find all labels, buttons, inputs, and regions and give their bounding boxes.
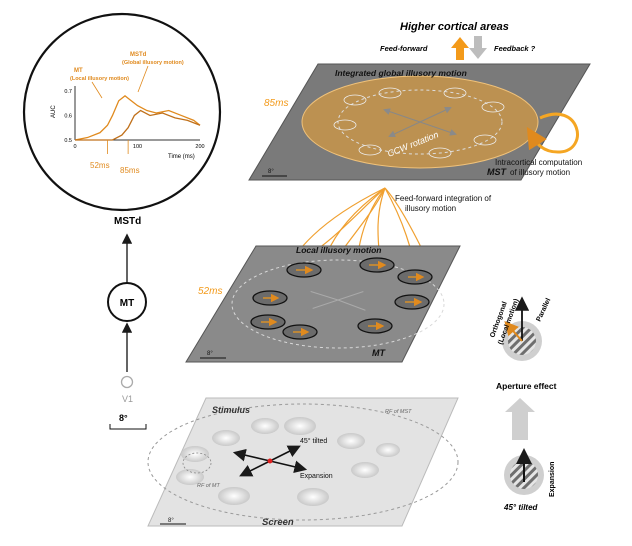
mst-ring-dashed: [337, 89, 503, 155]
mt-node-label: MT: [120, 298, 134, 309]
x-tick-label: 100: [133, 144, 142, 150]
mt-scale-label: 8°: [207, 351, 213, 357]
stimulus-title: Stimulus: [212, 405, 250, 415]
v1-label: V1: [122, 394, 133, 404]
top-header: Higher cortical areas Feed-forward Feedb…: [380, 21, 536, 60]
gabor-patches: [176, 417, 400, 506]
legend-mt: MT: [74, 68, 83, 74]
legend-mstd: MSTd: [130, 52, 147, 58]
feedback-arrow-icon: [469, 36, 487, 59]
mt-node: [107, 282, 147, 322]
fixation-point: [267, 458, 273, 464]
mt-plane-title: Local illusory motion: [296, 245, 381, 255]
intracortical-label: Intracortical computation: [495, 158, 582, 167]
mt-dashed-ring: [231, 259, 445, 349]
legend-mstd-pointer: [137, 65, 149, 93]
hierarchy-mstd-label: MSTd: [114, 216, 141, 227]
rf-mst-label: RF of MST: [385, 409, 412, 415]
higher-cortical-heading: Higher cortical areas: [400, 21, 509, 33]
latency-mstd-label: 85ms: [120, 166, 140, 175]
screen-label: Screen: [262, 517, 294, 528]
inset-circle: [22, 12, 222, 212]
legend-mstd-desc: (Global illusory motion): [122, 60, 184, 66]
y-ticks: 0.5 0.6 0.7: [64, 89, 72, 144]
mst-plane: CCW rotation Integrated global illusory …: [248, 63, 591, 181]
mst-plane-title: Integrated global illusory motion: [335, 68, 467, 78]
mt-area-label: MT: [372, 348, 386, 358]
stim-expansion-label: Expansion: [300, 473, 333, 480]
mst-local-units: [333, 87, 505, 159]
aperture-panel: Orthogonal (Local motion) Parallel Apert…: [489, 296, 557, 512]
aperture-title: Aperture effect: [496, 381, 557, 391]
legend-mt-desc: (Local illusory motion): [70, 76, 129, 82]
mt-latency-label: 52ms: [198, 286, 222, 297]
inset-chart: 0.5 0.6 0.7 0 100 200 AUC Time (ms) MT (Loca…: [22, 12, 222, 212]
stim-tilted-label: 45° tilted: [300, 437, 327, 445]
y-tick-label: 0.5: [64, 138, 72, 144]
y-axis-label: AUC: [51, 105, 57, 118]
mt-plane: Local illusory motion 52ms MT 8°: [185, 245, 461, 363]
ff-integration-label: Feed-forward integration of: [395, 194, 492, 203]
stimulus-plane: Stimulus Screen RF of MST RF of MT 45° t…: [147, 397, 459, 528]
rf-mt-label: RF of MT: [197, 483, 220, 489]
y-tick-label: 0.7: [64, 89, 72, 95]
series-line-mt: [74, 94, 201, 141]
orthogonal-arrow-icon: [504, 321, 523, 342]
scale-bar: [109, 424, 147, 430]
rf-mt-circle: [182, 452, 212, 474]
parallel-label: Parallel: [535, 297, 552, 323]
aperture-expansion-label: Expansion: [549, 462, 556, 497]
latency-mt-label: 52ms: [90, 161, 110, 170]
v1-node: [120, 375, 134, 389]
x-tick-label: 0: [73, 144, 76, 150]
mst-scale-label: 8°: [268, 169, 274, 175]
ff-integration-label-2: illusory motion: [405, 204, 456, 213]
feedforward-arrow-icon: [451, 37, 469, 60]
aperture-up-arrow-icon: [505, 398, 535, 440]
series-line-mstd: [75, 109, 201, 141]
x-axis-label: Time (ms): [168, 154, 195, 160]
mt-plane-surface: [185, 245, 461, 363]
scale-label: 8°: [119, 413, 128, 423]
stim-scale-label: 8°: [168, 518, 174, 524]
x-ticks: 0 100 200: [73, 144, 204, 150]
mt-local-vectors: [261, 260, 425, 337]
feedforward-label: Feed-forward: [380, 44, 428, 53]
legend-mt-pointer: [91, 81, 103, 99]
hierarchy: MSTd MT V1 8°: [107, 216, 147, 430]
mst-area-label: MST: [487, 167, 508, 177]
y-tick-label: 0.6: [64, 113, 72, 119]
rf-mst-ring: [147, 403, 459, 521]
aperture-tilted-label: 45° tilted: [503, 503, 539, 512]
chart-series: [74, 94, 201, 154]
x-tick-label: 200: [195, 144, 204, 150]
intracortical-label-2: of illusory motion: [510, 168, 570, 177]
mst-latency-label: 85ms: [264, 98, 288, 109]
intracortical-loop-arrow: [526, 112, 579, 154]
feedback-label: Feedback ?: [494, 44, 536, 53]
